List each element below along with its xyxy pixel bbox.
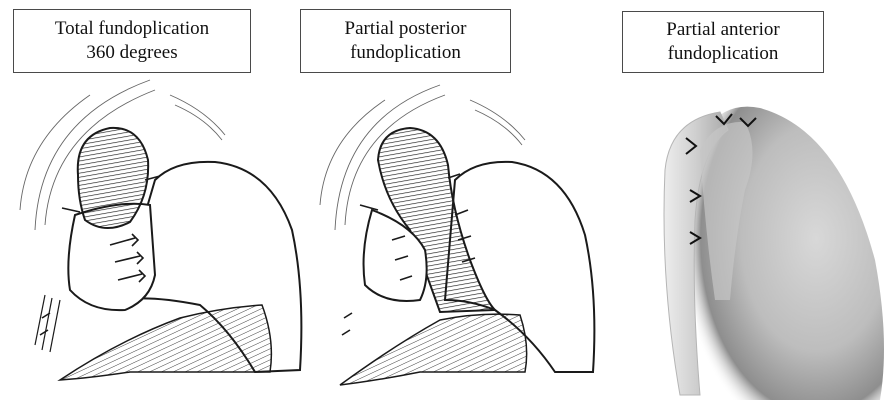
diagram-partial-anterior	[664, 107, 884, 400]
diagram-partial-posterior	[320, 85, 594, 385]
diagram-total-fundoplication	[20, 80, 301, 380]
